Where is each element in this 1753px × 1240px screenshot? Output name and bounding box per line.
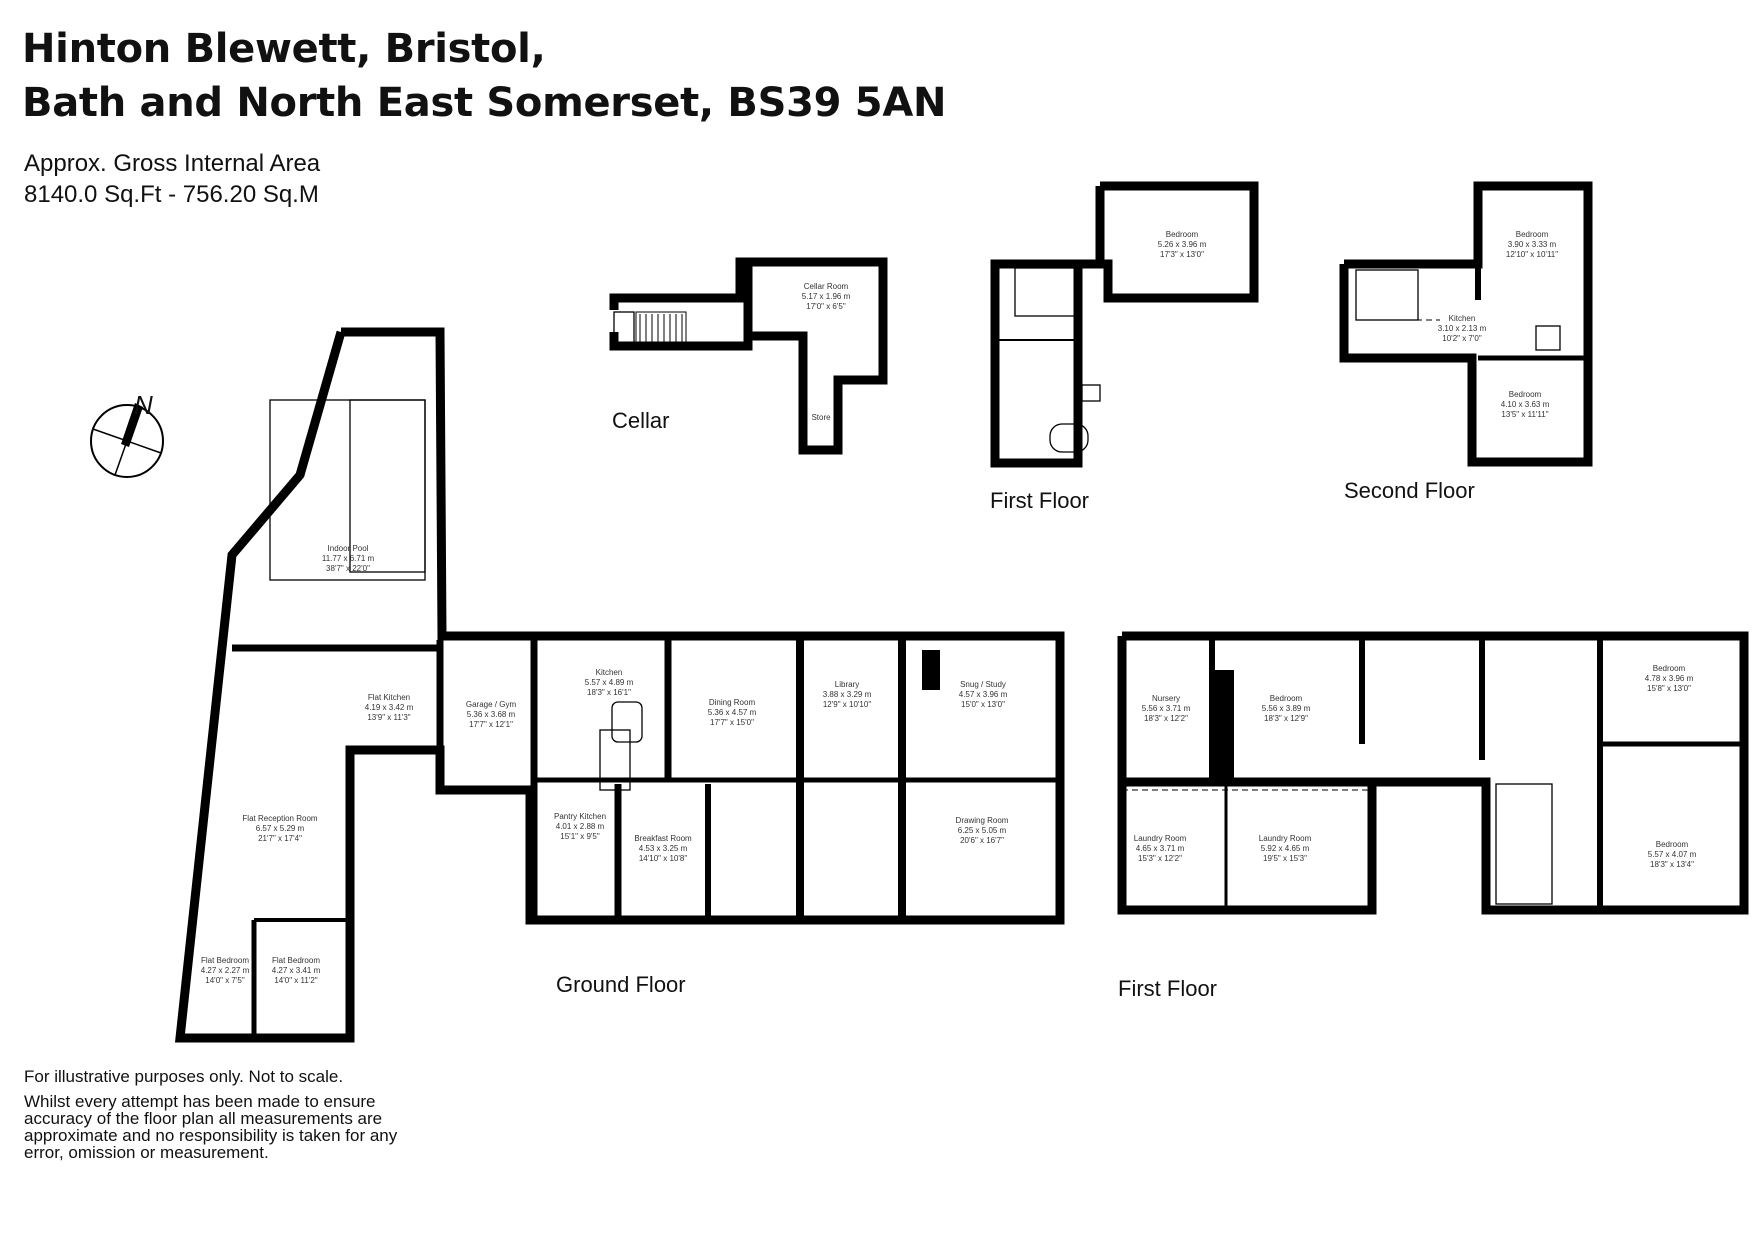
first-floor-annex-plan [990,181,1259,468]
compass-label: N [134,390,153,420]
second-floor-plan [1339,181,1593,467]
area-value: 8140.0 Sq.Ft - 756.20 Sq.M [24,181,319,208]
disclaimer-line-2: Whilst every attempt has been made to en… [24,1092,398,1162]
floor-label-cellar: Cellar [612,408,670,433]
disclaimer-line-1: For illustrative purposes only. Not to s… [24,1067,344,1086]
room-store: Store [811,413,831,422]
title-line-1: Hinton Blewett, Bristol, [22,26,546,72]
disclaimer: For illustrative purposes only. Not to s… [24,1068,424,1169]
floor-label-second-floor: Second Floor [1344,478,1475,503]
area-label: Approx. Gross Internal Area [24,150,321,177]
page-title: Hinton Blewett, Bristol, Bath and North … [22,22,946,130]
floor-label-ground-floor: Ground Floor [556,972,686,997]
floor-label-first-floor-annex: First Floor [990,488,1089,513]
cellar-plan [609,257,888,455]
gross-area: Approx. Gross Internal Area 8140.0 Sq.Ft… [24,148,320,210]
title-line-2: Bath and North East Somerset, BS39 5AN [22,80,947,126]
floor-label-first-floor-main: First Floor [1118,976,1217,1001]
first-floor-main-plan [1117,631,1749,915]
ground-floor-plan [174,327,1065,1043]
north-arrow-icon [90,403,164,478]
